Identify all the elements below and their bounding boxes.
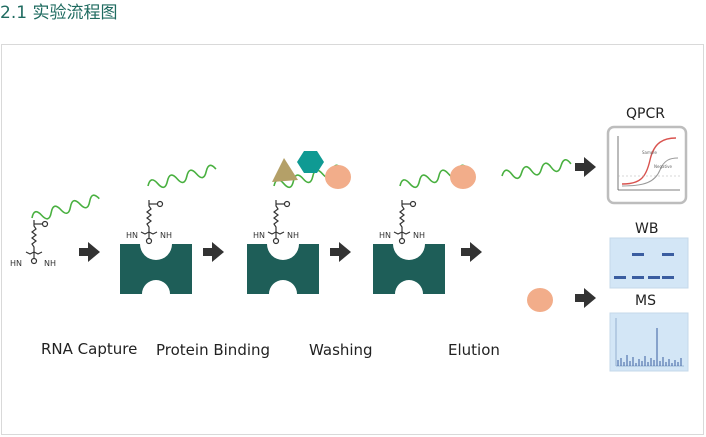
arrow-icon [575,288,596,308]
amplification-curve-sample [621,137,677,185]
wb-band [632,276,644,279]
rna-strand-icon [31,194,100,220]
protein-triangle-icon [272,158,298,182]
wb-band [632,253,644,256]
rna-strand-icon [147,164,217,189]
step-rna-capture: HN NH [10,194,100,268]
bead-icon [120,244,192,294]
bead-icon [373,244,445,294]
wb-band [614,276,626,279]
wb-band [662,276,674,279]
hn-label: HN [379,231,391,240]
step-label-rna-capture: RNA Capture [41,340,137,358]
arrow-icon [461,242,482,262]
arrow-icon [203,242,224,262]
nh-label: NH [287,231,299,240]
step-label-washing: Washing [309,341,373,359]
wb-label: WB [635,221,658,237]
protein-circle-icon [450,165,476,189]
hn-label: HN [126,231,138,240]
qpcr-label: QPCR [626,106,665,122]
wb-band [662,253,674,256]
step-elution: HN NH [373,164,476,294]
amplification-curve-control [621,157,679,187]
step-label-elution: Elution [448,341,500,359]
released-rna-icon [501,158,572,180]
mass-spectrum-peaks [617,328,682,366]
arrow-icon [575,157,596,177]
protein-hexagon-icon [297,151,324,173]
protein-circle-icon [325,165,351,189]
step-washing: HN NH [247,151,351,294]
section-heading: 2.1 实验流程图 [0,3,118,23]
bead-icon [247,244,319,294]
nh-label: NH [160,231,172,240]
qpcr-control-label: Negative [654,164,672,169]
biotin-linker-icon [25,219,49,265]
arrow-icon [79,242,100,262]
step-protein-binding: HN NH [120,164,217,294]
ms-panel: MS [609,293,689,372]
hn-label: HN [253,231,265,240]
step-label-protein-binding: Protein Binding [156,341,270,359]
wb-band [648,276,660,279]
nh-label: NH [413,231,425,240]
wb-panel: WB [609,221,689,289]
qpcr-panel: QPCR Sample Negative [606,106,688,205]
arrow-icon [330,242,351,262]
qpcr-sample-label: Sample [642,150,658,155]
hn-label: HN [10,259,22,268]
ms-label: MS [635,293,656,309]
nh-label: NH [44,259,56,268]
released-protein-icon [527,288,553,312]
workflow-panel [1,44,704,435]
